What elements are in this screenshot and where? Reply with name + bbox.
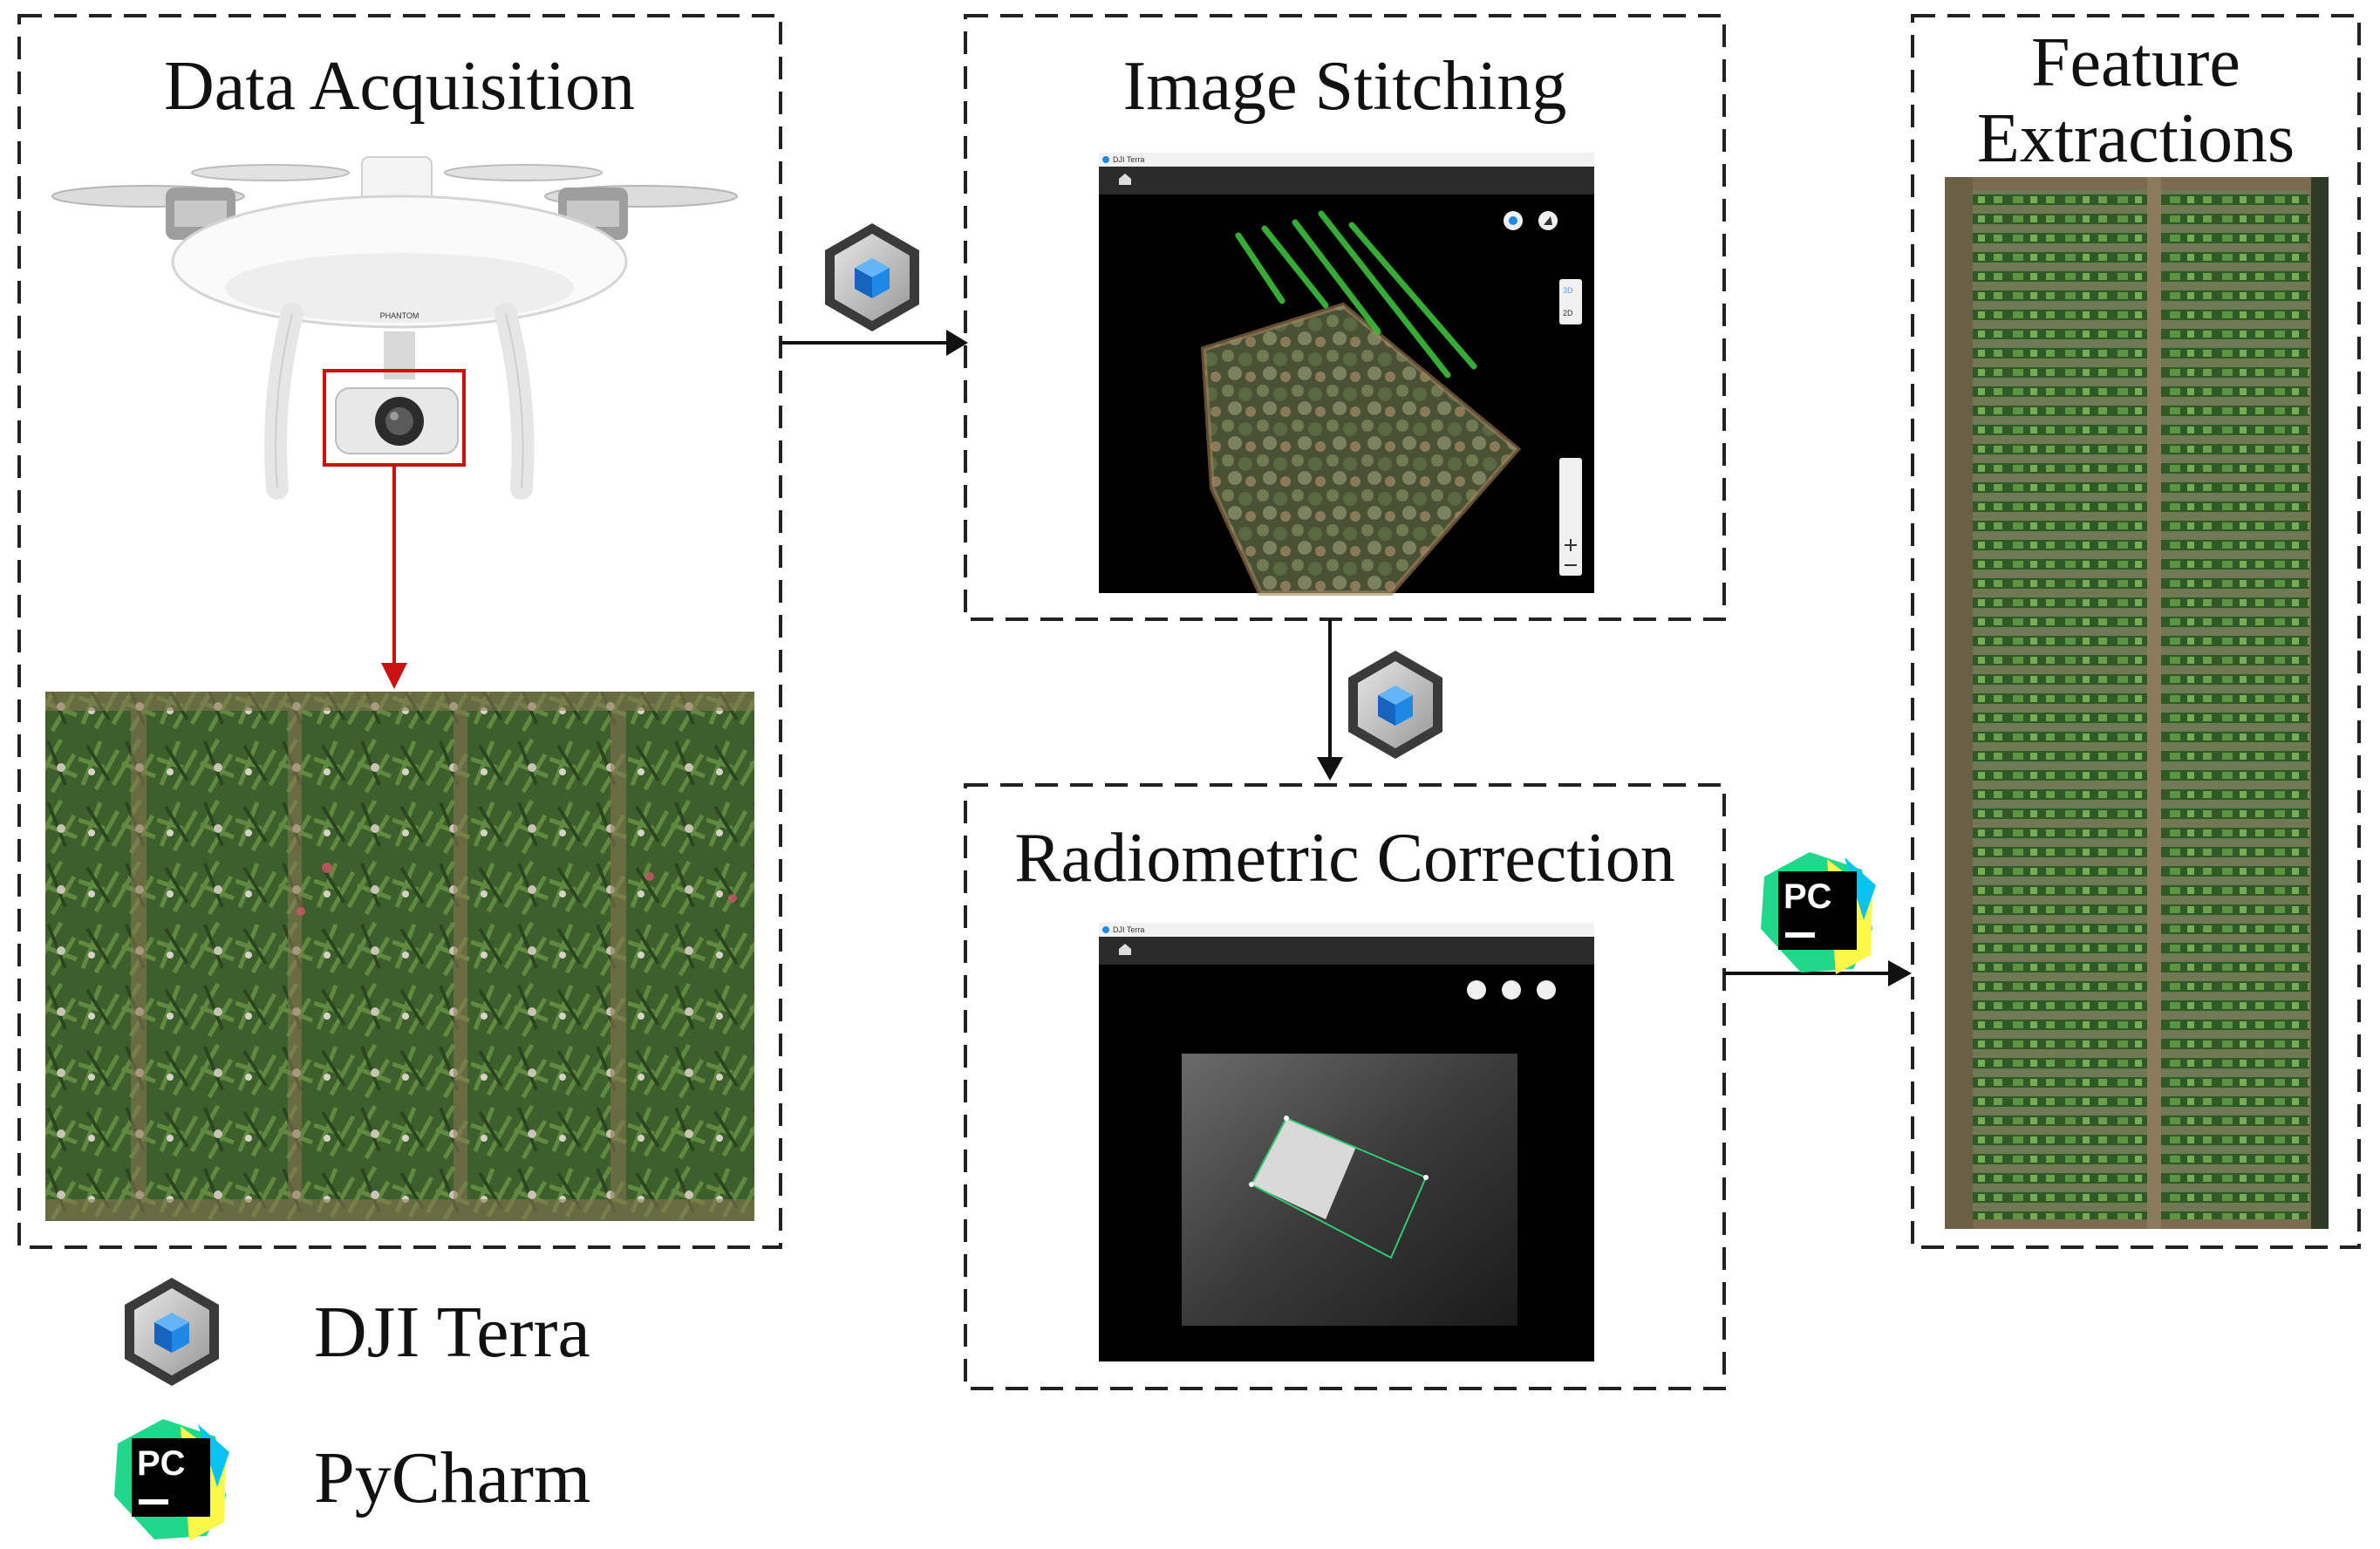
stitching-app-title: DJI Terra: [1113, 155, 1144, 164]
correction-home-icon: [1119, 944, 1131, 955]
arrow-correction-to-features-head: [1888, 960, 1912, 986]
drone-brand-text: PHANTOM: [380, 311, 419, 320]
point-cloud-model: [1204, 305, 1517, 593]
stage-image-stitching: Image Stitching DJI Terra 3D 2D: [964, 14, 1726, 621]
radiometric-correction-box: [964, 783, 1726, 1390]
correction-edit-button: [1537, 980, 1556, 1000]
stitching-home-icon: [1119, 174, 1131, 185]
dji-terra-icon: [1348, 651, 1442, 759]
radiometric-correction-title: Radiometric Correction: [1014, 820, 1675, 897]
navigation-tool-column: [1559, 458, 1582, 576]
calibration-selection: [1250, 1116, 1428, 1259]
correction-app-title: DJI Terra: [1113, 925, 1144, 934]
data-acquisition-title: Data Acquisition: [164, 48, 635, 125]
calibration-panel: [1251, 1118, 1356, 1219]
image-stitching-box: [964, 14, 1726, 621]
view-3d-label: 3D: [1563, 286, 1573, 295]
pycharm-icon: PC: [1761, 852, 1876, 974]
legend-pycharm-icon-text: PC: [137, 1444, 186, 1483]
stage-radiometric-correction: Radiometric Correction DJI Terra: [964, 783, 1726, 1390]
drone-illustration: PHANTOM: [51, 156, 738, 500]
arrow-stitching-to-correction-head: [1317, 757, 1343, 781]
pycharm-icon-text: PC: [1783, 877, 1832, 916]
legend-dji-terra-label: DJI Terra: [314, 1292, 590, 1373]
reflectance-panel-image: [1182, 1054, 1517, 1326]
crop-row-markers: [1235, 210, 1477, 379]
legend-dji-terra-icon: [125, 1278, 219, 1386]
correction-erase-button: [1467, 980, 1486, 1000]
stage-data-acquisition: Data Acquisition PHANTOM: [17, 14, 782, 1249]
image-stitching-title: Image Stitching: [1123, 48, 1567, 125]
legend-pycharm-label: PyCharm: [314, 1437, 590, 1518]
view-2d-label: 2D: [1563, 309, 1573, 317]
rgb-field-photo: [45, 692, 754, 1221]
camera-to-photo-arrowhead: [381, 663, 407, 689]
dji-terra-icon: [825, 223, 919, 331]
correction-grid-button: [1502, 980, 1521, 1000]
stage-feature-extractions: Feature Extractions: [1911, 14, 2361, 1249]
arrow-acquisition-to-stitching-head: [946, 330, 968, 356]
legend: DJI Terra PC PyCharm: [114, 1278, 590, 1541]
feature-extractions-box: [1911, 14, 2361, 1249]
legend-pycharm-icon: PC: [114, 1419, 229, 1541]
correction-software-screenshot: DJI Terra: [1099, 923, 1594, 1361]
stitching-software-screenshot: DJI Terra 3D 2D: [1099, 153, 1594, 596]
data-acquisition-box: [17, 14, 782, 1249]
feature-extractions-title-line2: Extractions: [1977, 100, 2295, 177]
orthomosaic-strip: [1945, 177, 2329, 1229]
view-mode-switch: [1559, 279, 1582, 324]
feature-extractions-title-line1: Feature: [2031, 24, 2240, 101]
